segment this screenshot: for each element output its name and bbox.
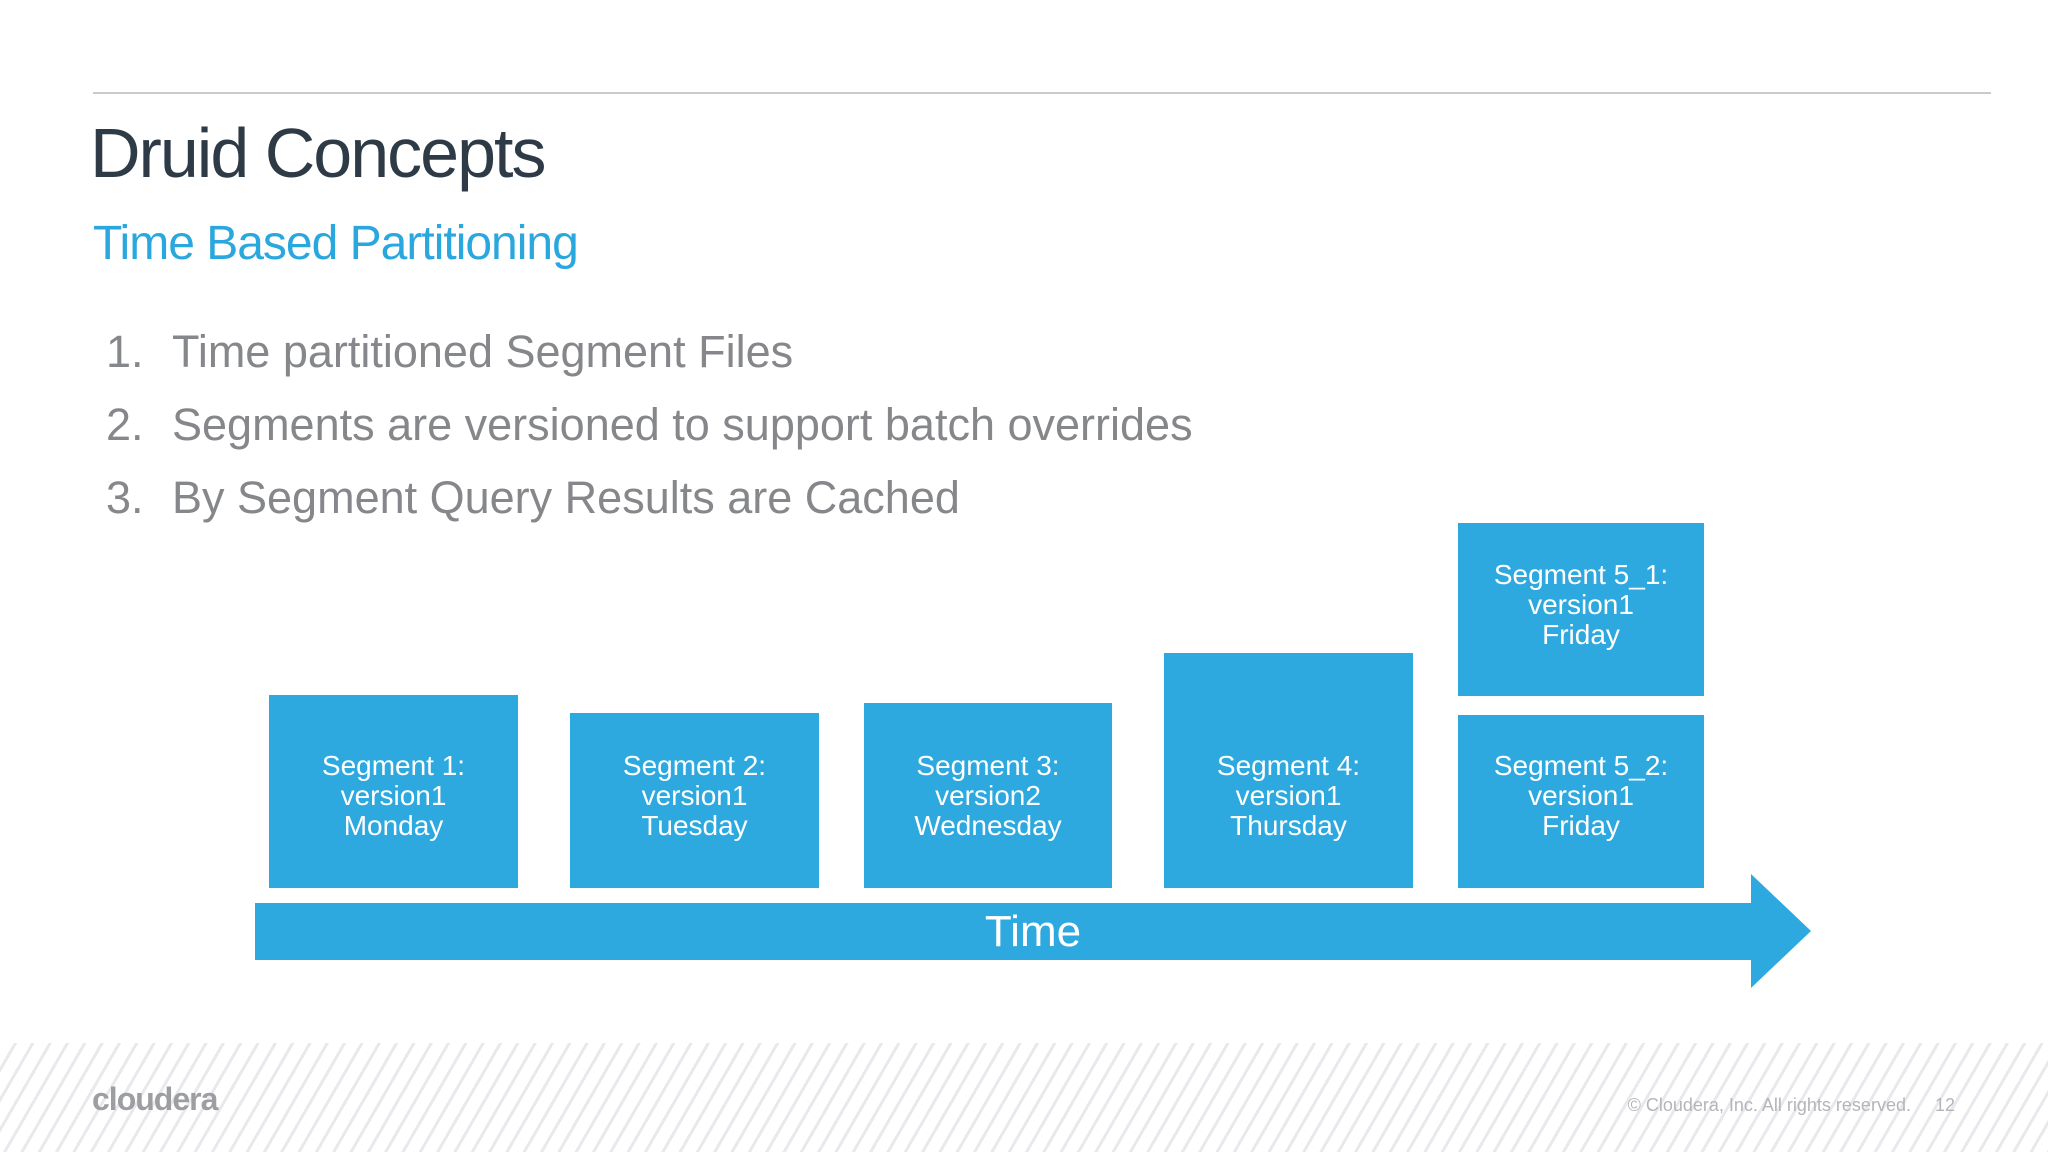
list-item-2: 2. Segments are versioned to support bat… [106, 402, 1193, 447]
page-title: Druid Concepts [90, 114, 546, 192]
list-text: Time partitioned Segment Files [172, 326, 794, 377]
segment-line: Segment 3: [916, 750, 1060, 781]
segment-label: Segment 1: version1 Monday [269, 751, 518, 841]
timeline-axis-label: Time [984, 906, 1082, 956]
list-item-3: 3. By Segment Query Results are Cached [106, 475, 960, 520]
segment-box-5-2: Segment 5_2: version1 Friday [1458, 715, 1704, 888]
segment-line: Segment 5_1: [1493, 559, 1669, 590]
segment-label: Segment 5_2: version1 Friday [1458, 751, 1704, 841]
list-text: Segments are versioned to support batch … [172, 399, 1193, 450]
segment-line: Friday [1542, 810, 1620, 841]
list-number: 3. [106, 472, 144, 523]
footer-right: © Cloudera, Inc. All rights reserved. 12 [1628, 1094, 1955, 1116]
segment-line: Thursday [1230, 810, 1347, 841]
copyright-text: © Cloudera, Inc. All rights reserved. [1627, 1095, 1911, 1115]
segment-label: Segment 2: version1 Tuesday [570, 751, 819, 841]
segment-line: Wednesday [914, 810, 1062, 841]
segment-line: Segment 5_2: [1493, 750, 1669, 781]
cloudera-logo: cloudera [92, 1081, 218, 1117]
timeline-arrow-bar [255, 903, 1751, 960]
segment-box-2: Segment 2: version1 Tuesday [570, 713, 819, 888]
segment-line: Segment 4: [1216, 750, 1361, 781]
segment-line: version1 [340, 780, 447, 811]
top-divider [93, 92, 1991, 94]
segment-line: Friday [1542, 619, 1620, 650]
footer-hatch-band [0, 1043, 2048, 1152]
segment-label: Segment 3: version2 Wednesday [864, 751, 1112, 841]
segment-box-3: Segment 3: version2 Wednesday [864, 703, 1112, 888]
segment-line: version1 [641, 780, 748, 811]
list-text: By Segment Query Results are Cached [172, 472, 960, 523]
timeline-arrow-head-icon [1751, 874, 1811, 988]
segment-box-1: Segment 1: version1 Monday [269, 695, 518, 888]
segment-line: version1 [1235, 780, 1342, 811]
segment-line: version2 [935, 780, 1041, 811]
segment-box-4: Segment 4: version1 Thursday [1164, 653, 1413, 888]
segment-line: Segment 2: [622, 750, 767, 781]
segment-line: Segment 1: [321, 750, 466, 781]
list-number: 2. [106, 399, 144, 450]
segment-label: Segment 5_1: version1 Friday [1458, 560, 1704, 650]
segment-line: Monday [343, 810, 444, 841]
list-item-1: 1. Time partitioned Segment Files [106, 329, 793, 374]
segment-label: Segment 4: version1 Thursday [1164, 751, 1413, 841]
segment-line: version1 [1528, 780, 1634, 811]
segment-line: version1 [1528, 589, 1634, 620]
list-number: 1. [106, 326, 144, 377]
page-subtitle: Time Based Partitioning [93, 217, 579, 270]
page-number: 12 [1934, 1095, 1955, 1115]
segment-line: Tuesday [641, 810, 748, 841]
segment-box-5-1: Segment 5_1: version1 Friday [1458, 523, 1704, 696]
